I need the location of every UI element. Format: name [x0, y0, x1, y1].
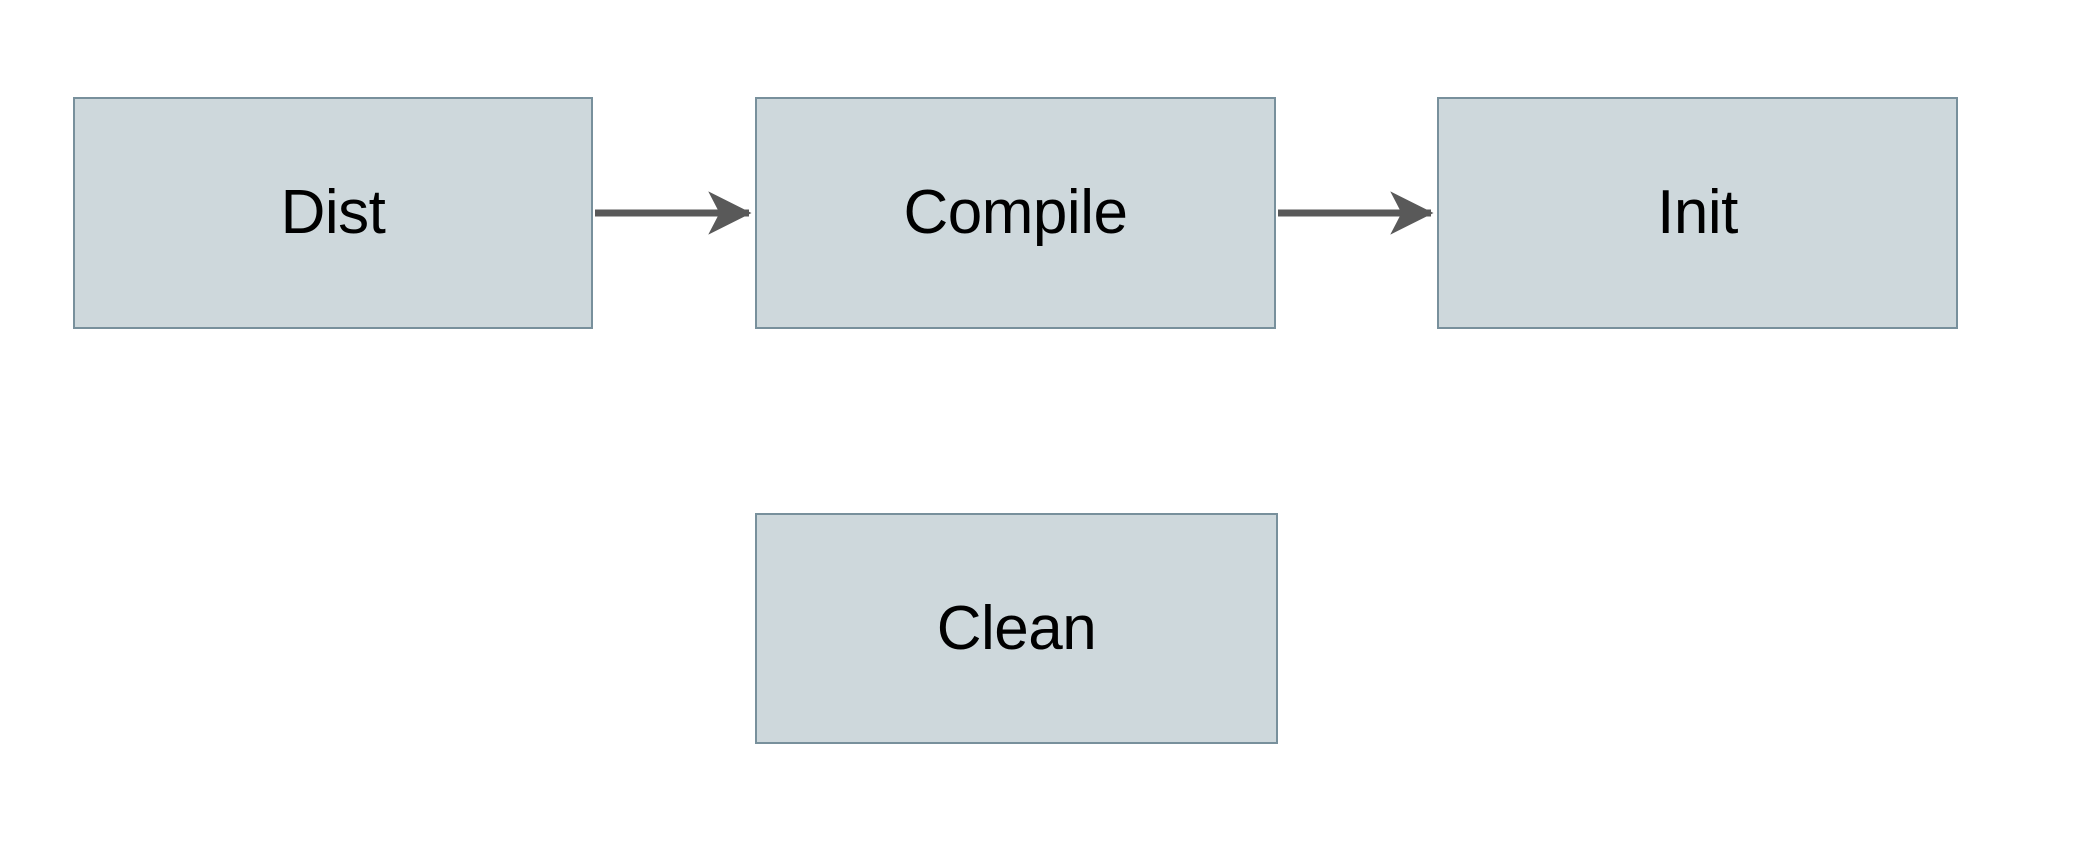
node-clean-label: Clean — [936, 593, 1097, 663]
node-init-label: Init — [1657, 178, 1738, 247]
node-dist-label: Dist — [280, 178, 386, 247]
node-dist[interactable]: Dist — [73, 97, 593, 329]
node-clean[interactable]: Clean — [755, 513, 1278, 744]
node-init[interactable]: Init — [1437, 97, 1958, 329]
node-compile-label: Compile — [903, 178, 1128, 247]
node-compile[interactable]: Compile — [755, 97, 1276, 329]
